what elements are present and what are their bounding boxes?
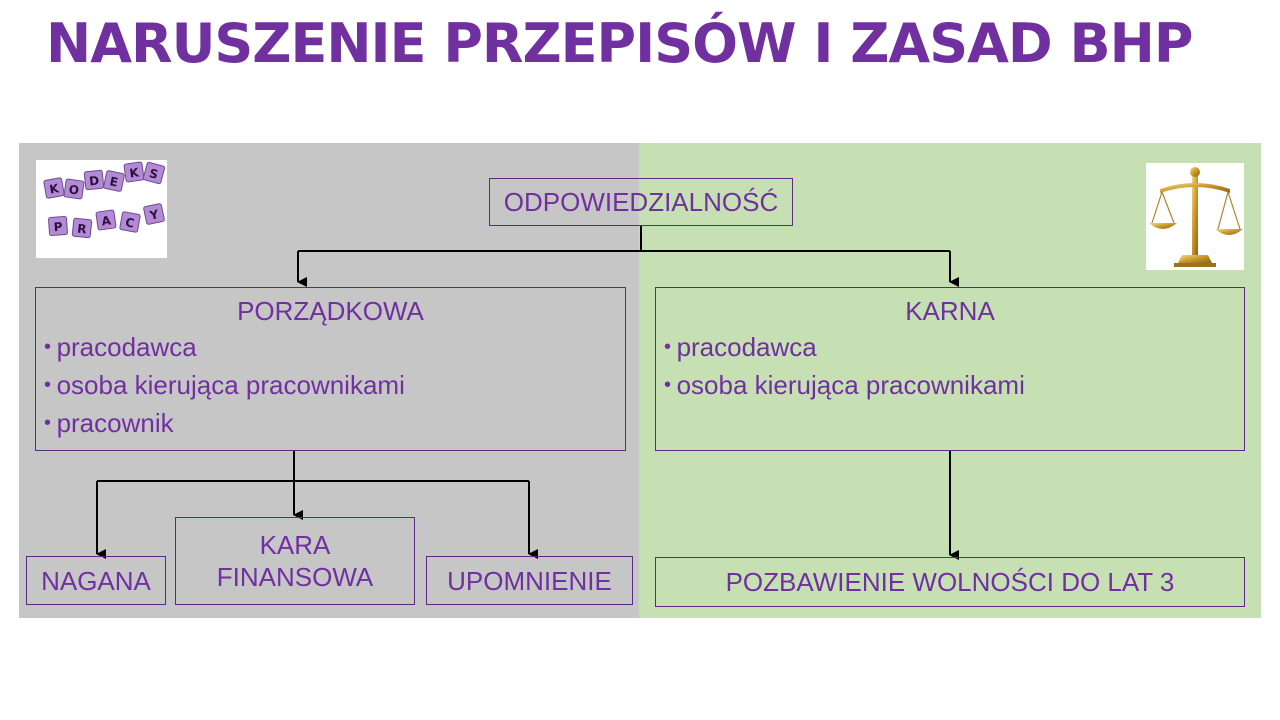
scales-icon <box>1149 167 1243 267</box>
kara-finansowa-label: KARA FINANSOWA <box>216 530 374 592</box>
letter-tile-text: Y <box>148 207 161 223</box>
letter-tile-text: O <box>68 182 80 197</box>
upomnienie-box: UPOMNIENIE <box>426 556 633 605</box>
letter-tile: K <box>123 161 145 183</box>
letter-tile: A <box>95 209 117 231</box>
letter-tile: Y <box>143 203 165 225</box>
letter-tile: K <box>43 177 65 199</box>
porzadkowa-box: PORZĄDKOWA pracodawca osoba kierująca pr… <box>35 287 626 451</box>
letter-tile-text: K <box>48 181 60 197</box>
upomnienie-label: UPOMNIENIE <box>447 565 612 596</box>
list-item: pracownik <box>44 404 625 442</box>
page-title: NARUSZENIE PRZEPISÓW I ZASAD BHP <box>46 12 1193 75</box>
letter-tile-text: S <box>148 166 160 182</box>
nagana-box: NAGANA <box>26 556 166 605</box>
root-label: ODPOWIEDZIALNOŚĆ <box>503 187 779 217</box>
karna-title: KARNA <box>905 296 995 326</box>
letter-tile: C <box>119 211 141 233</box>
porzadkowa-list: pracodawca osoba kierująca pracownikami … <box>36 328 625 442</box>
letter-tile-text: E <box>108 174 119 189</box>
letter-tile-text: R <box>77 222 88 237</box>
letter-tile: R <box>71 217 93 239</box>
kara-finansowa-box: KARA FINANSOWA <box>175 517 415 605</box>
letter-tile-text: K <box>129 165 141 180</box>
pozbawienie-wolnosci-box: POZBAWIENIE WOLNOŚCI DO LAT 3 <box>655 557 1245 607</box>
pozbawienie-wolnosci-label: POZBAWIENIE WOLNOŚCI DO LAT 3 <box>725 567 1175 597</box>
karna-list: pracodawca osoba kierująca pracownikami <box>656 328 1244 404</box>
letter-tile: D <box>83 169 105 191</box>
root-box-odpowiedzialnosc: ODPOWIEDZIALNOŚĆ <box>489 178 793 226</box>
list-item: pracodawca <box>44 328 625 366</box>
list-item: pracodawca <box>664 328 1244 366</box>
nagana-label: NAGANA <box>41 565 151 596</box>
letter-tile: O <box>63 178 85 200</box>
list-item: osoba kierująca pracownikami <box>664 366 1244 404</box>
list-item: osoba kierująca pracownikami <box>44 366 625 404</box>
karna-box: KARNA pracodawca osoba kierująca pracown… <box>655 287 1245 451</box>
letter-tile-text: P <box>53 220 63 235</box>
letter-tile: S <box>142 161 166 185</box>
letter-tile: E <box>103 170 125 192</box>
scales-of-justice-image <box>1146 163 1244 270</box>
letter-tile-text: C <box>124 215 135 230</box>
letter-tile: P <box>48 216 68 236</box>
porzadkowa-title: PORZĄDKOWA <box>237 296 424 326</box>
letter-tile-text: D <box>88 174 99 189</box>
letter-tile-text: A <box>101 213 113 228</box>
